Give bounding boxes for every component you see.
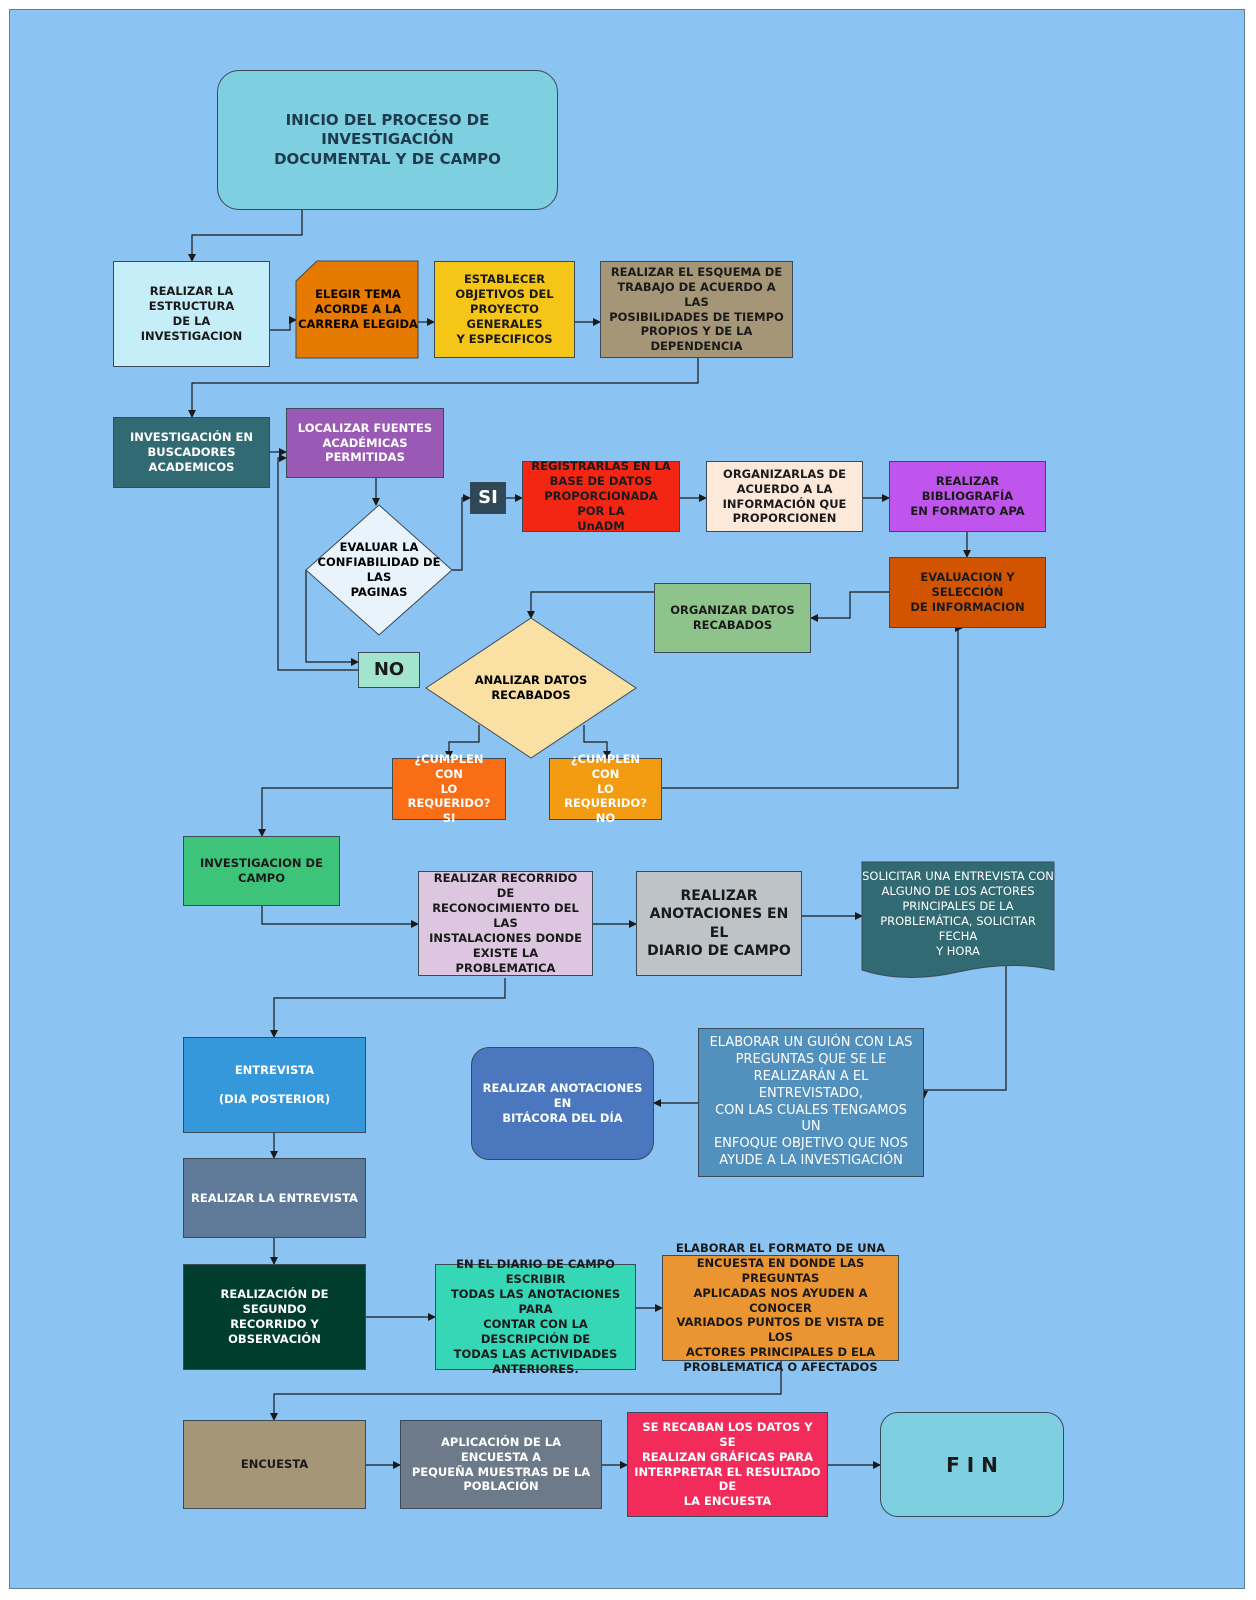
buscadores-node: INVESTIGACIÓN EN BUSCADORES ACADEMICOS	[113, 417, 270, 488]
entrevista-node: ENTREVISTA (DIA POSTERIOR)	[183, 1037, 366, 1133]
recorrido-node: REALIZAR RECORRIDO DE RECONOCIMIENTO DEL…	[418, 871, 593, 976]
aplicacion-node: APLICACIÓN DE LA ENCUESTA A PEQUEÑA MUES…	[400, 1420, 602, 1509]
anotaciones-diario-node: REALIZAR ANOTACIONES EN EL DIARIO DE CAM…	[636, 871, 802, 976]
investigacion-campo-node: INVESTIGACION DE CAMPO	[183, 836, 340, 906]
guion-node: ELABORAR UN GUIÓN CON LAS PREGUNTAS QUE …	[698, 1028, 924, 1177]
formato-encuesta-node: ELABORAR EL FORMATO DE UNA ENCUESTA EN D…	[662, 1241, 899, 1374]
realizar-entrevista-node: REALIZAR LA ENTREVISTA	[183, 1158, 366, 1238]
encuesta-node: ENCUESTA	[183, 1420, 366, 1509]
no-node: NO	[358, 652, 420, 688]
localizar-node: LOCALIZAR FUENTES ACADÉMICAS PERMITIDAS	[286, 408, 444, 478]
estructura-node: REALIZAR LA ESTRUCTURA DE LA INVESTIGACI…	[113, 261, 270, 367]
solicitar-label: SOLICITAR UNA ENTREVISTA CON ALGUNO DE L…	[862, 869, 1054, 958]
objetivos-node: ESTABLECER OBJETIVOS DEL PROYECTO GENERA…	[434, 261, 575, 358]
end-node: F I N	[880, 1412, 1064, 1517]
evaluacion-node: EVALUACION Y SELECCIÓN DE INFORMACION	[889, 557, 1046, 628]
cumplen-si-node: ¿CUMPLEN CON LO REQUERIDO? SI	[392, 752, 506, 825]
si-node: SI	[470, 482, 506, 514]
organizar-datos-node: ORGANIZAR DATOS RECABADOS	[654, 583, 811, 653]
cumplen-no-node: ¿CUMPLEN CON LO REQUERIDO? NO	[549, 752, 662, 825]
segundo-recorrido-node: REALIZACIÓN DE SEGUNDO RECORRIDO Y OBSER…	[183, 1264, 366, 1370]
bibliografia-node: REALIZAR BIBLIOGRAFÍA EN FORMATO APA	[889, 461, 1046, 532]
organizarlas-node: ORGANIZARLAS DE ACUERDO A LA INFORMACIÓN…	[706, 461, 863, 532]
elegir-tema-label: ELEGIR TEMA ACORDE A LA CARRERA ELEGIDA	[298, 287, 418, 331]
bitacora-node: REALIZAR ANOTACIONES EN BITÁCORA DEL DÍA	[471, 1047, 654, 1160]
recaban-node: SE RECABAN LOS DATOS Y SE REALIZAN GRÁFI…	[627, 1412, 828, 1517]
diario-escribir-node: EN EL DIARIO DE CAMPO ESCRIBIR TODAS LAS…	[435, 1257, 636, 1376]
start-node: INICIO DEL PROCESO DE INVESTIGACIÓN DOCU…	[217, 70, 558, 210]
registrarlas-node: REGISTRARLAS EN LA BASE DE DATOS PROPORC…	[522, 459, 680, 533]
evaluar-label: EVALUAR LA CONFIABILIDAD DE LAS PAGINAS	[317, 540, 441, 599]
esquema-node: REALIZAR EL ESQUEMA DE TRABAJO DE ACUERD…	[600, 261, 793, 358]
analizar-label: ANALIZAR DATOS RECABADOS	[474, 673, 588, 702]
